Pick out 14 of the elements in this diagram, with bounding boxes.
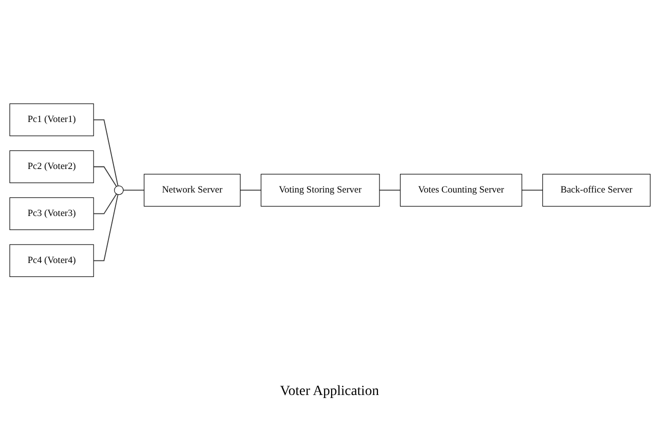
node-box: Pc2 (Voter2) xyxy=(8,150,94,183)
note-label: Voter Application xyxy=(280,384,379,400)
node-box: Voting Storing Server xyxy=(260,174,380,206)
connector xyxy=(92,193,116,214)
node-circle xyxy=(114,185,124,195)
node-box: Pc1 (Voter1) xyxy=(8,103,94,136)
node-box: Votes Counting Server xyxy=(399,174,522,206)
node-box: Pc4 (Voter4) xyxy=(8,244,94,277)
connector xyxy=(92,194,118,261)
connector xyxy=(92,166,116,187)
node-box: Pc3 (Voter3) xyxy=(8,197,94,230)
node-box: Network Server xyxy=(143,174,240,206)
node-box: Back-office Server xyxy=(542,174,650,206)
connector xyxy=(92,119,118,186)
